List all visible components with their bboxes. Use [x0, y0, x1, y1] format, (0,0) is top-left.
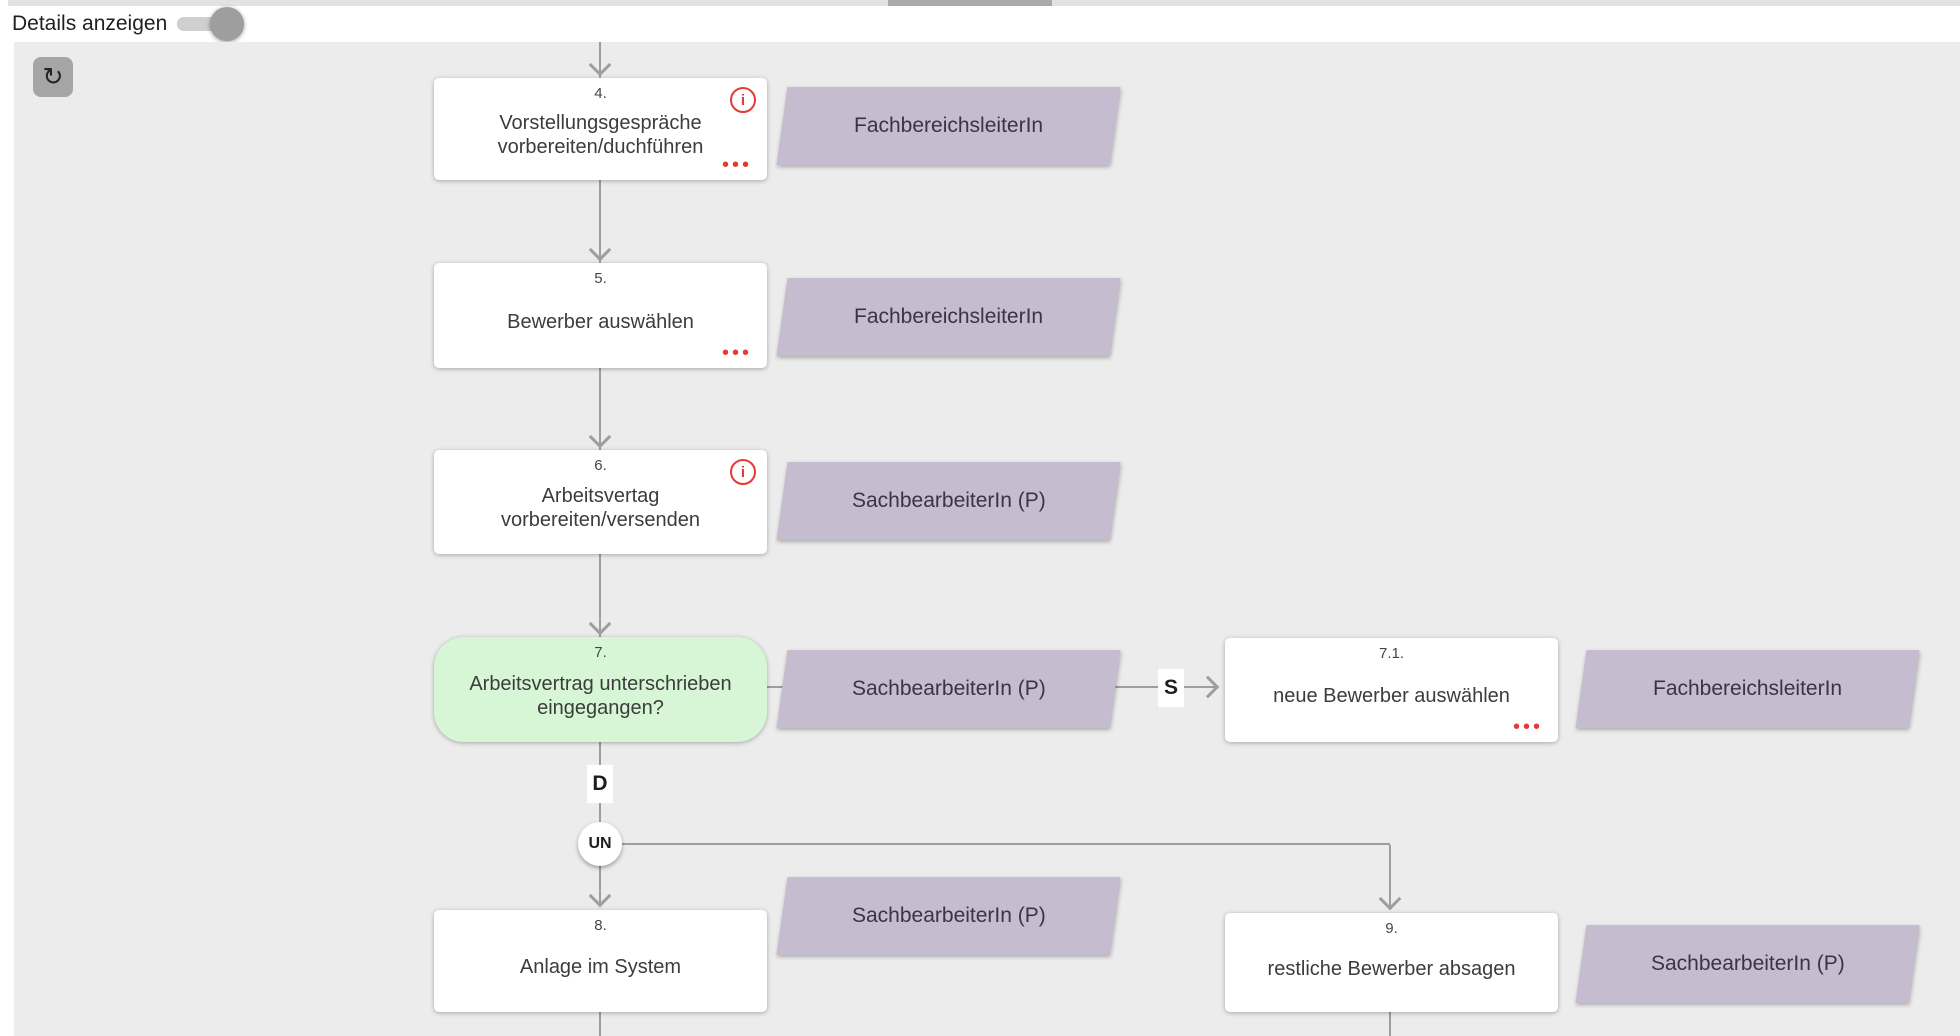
task-title: neue Bewerber auswählen — [1273, 685, 1510, 708]
task-node-7-1[interactable]: 7.1. neue Bewerber auswählen ••• — [1225, 638, 1558, 742]
scrollbar-thumb[interactable] — [888, 0, 1052, 6]
connector-line — [599, 803, 601, 823]
more-options-icon[interactable]: ••• — [1512, 716, 1543, 738]
role-label-task-6: SachbearbeiterIn (P) — [776, 462, 1121, 540]
role-text: SachbearbeiterIn (P) — [851, 904, 1046, 927]
role-text: FachbereichsleiterIn — [1652, 677, 1843, 700]
task-number: 5. — [594, 270, 607, 287]
connector-line — [599, 1012, 601, 1036]
role-text: FachbereichsleiterIn — [853, 114, 1044, 137]
info-glyph: i — [740, 91, 746, 109]
task-title: restliche Bewerber absagen — [1267, 957, 1516, 980]
task-number: 8. — [594, 917, 607, 934]
refresh-icon: ↻ — [42, 62, 64, 91]
connector-line — [599, 368, 601, 450]
role-label-task-7: SachbearbeiterIn (P) — [776, 650, 1121, 728]
gateway-un-circle: UN — [578, 822, 622, 866]
role-text: SachbearbeiterIn (P) — [851, 489, 1046, 512]
task-title: Arbeitsvertrag unterschrieben eingegange… — [469, 672, 732, 719]
refresh-button[interactable]: ↻ — [33, 57, 73, 97]
connector-line — [622, 843, 1390, 845]
task-title: Vorstellungsgespräche vorbereiten/duchfü… — [497, 112, 704, 158]
connector-line — [1184, 686, 1218, 688]
task-node-9[interactable]: 9. restliche Bewerber absagen — [1225, 913, 1558, 1012]
task-node-6[interactable]: 6. Arbeitsvertag vorbereiten/versenden i — [434, 450, 767, 554]
top-scrollbar[interactable] — [8, 0, 1960, 6]
role-label-task-9: SachbearbeiterIn (P) — [1575, 925, 1920, 1003]
connector-line — [599, 866, 601, 904]
role-label-task-4: FachbereichsleiterIn — [776, 87, 1121, 165]
connector-line — [599, 742, 601, 765]
connector-line — [599, 180, 601, 263]
gateway-label-d: D — [587, 765, 613, 803]
role-label-task-7-1: FachbereichsleiterIn — [1575, 650, 1920, 728]
role-text: FachbereichsleiterIn — [853, 305, 1044, 328]
connector-line — [599, 554, 601, 637]
task-number: 7. — [594, 644, 607, 661]
info-icon[interactable]: i — [730, 87, 756, 113]
details-toggle-label: Details anzeigen — [12, 12, 168, 35]
info-glyph: i — [740, 463, 746, 481]
toggle-knob[interactable] — [210, 7, 244, 41]
more-options-icon[interactable]: ••• — [721, 154, 752, 176]
task-number: 4. — [594, 85, 607, 102]
connector-line — [599, 42, 601, 78]
role-text: SachbearbeiterIn (P) — [1650, 952, 1845, 975]
role-label-task-8: SachbearbeiterIn (P) — [776, 877, 1121, 955]
task-node-7-decision[interactable]: 7. Arbeitsvertrag unterschrieben eingega… — [434, 637, 767, 742]
task-number: 6. — [594, 457, 607, 474]
task-node-4[interactable]: 4. Vorstellungsgespräche vorbereiten/duc… — [434, 78, 767, 180]
task-node-8[interactable]: 8. Anlage im System — [434, 910, 767, 1012]
header: Details anzeigen — [0, 6, 1960, 42]
gateway-label-s: S — [1158, 669, 1184, 707]
info-icon[interactable]: i — [730, 459, 756, 485]
task-number: 9. — [1385, 920, 1398, 937]
details-toggle[interactable] — [177, 6, 247, 46]
connector-line — [1389, 845, 1391, 906]
task-number: 7.1. — [1378, 645, 1405, 662]
task-title: Anlage im System — [519, 956, 682, 979]
task-node-5[interactable]: 5. Bewerber auswählen ••• — [434, 263, 767, 368]
role-text: SachbearbeiterIn (P) — [851, 677, 1046, 700]
more-options-icon[interactable]: ••• — [721, 342, 752, 364]
task-title: Bewerber auswählen — [507, 310, 694, 333]
task-title: Arbeitsvertag vorbereiten/versenden — [500, 485, 700, 531]
role-label-task-5: FachbereichsleiterIn — [776, 278, 1121, 356]
connector-line — [1389, 1012, 1391, 1036]
